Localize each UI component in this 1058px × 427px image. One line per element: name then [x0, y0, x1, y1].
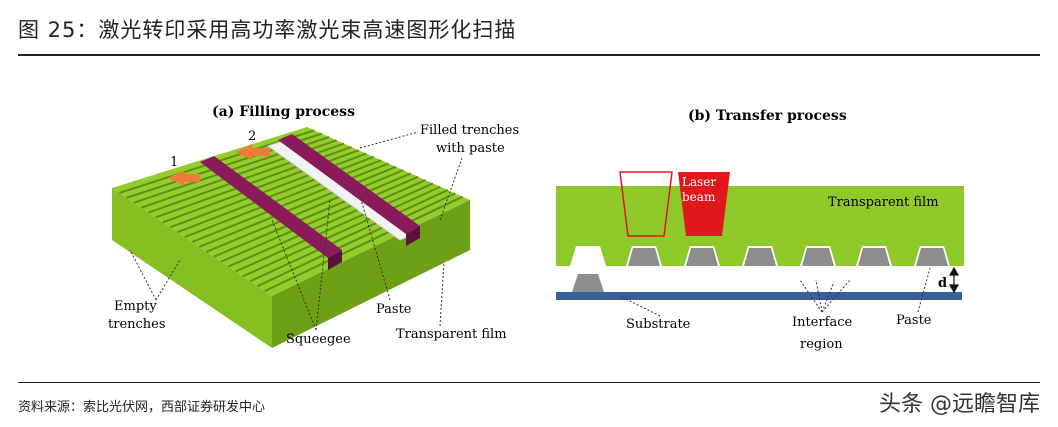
arrow-2-label: 2 [248, 129, 256, 144]
trench-cuts [570, 246, 950, 266]
trench-line [235, 182, 434, 273]
trench-line [184, 159, 382, 239]
empty-trenches-label-2: trenches [108, 317, 166, 332]
laser-beam [678, 172, 730, 236]
squeegee-2 [278, 134, 420, 234]
arrow-2 [236, 144, 270, 160]
watermark: 头条 @远瞻智库 [879, 392, 1040, 417]
paste-in-trench [916, 248, 948, 266]
arrow-1 [168, 170, 200, 186]
arrow-1-label: 1 [170, 155, 178, 170]
interface-label-1: Interface [792, 315, 852, 330]
paste-in-trench [802, 248, 834, 266]
squeegee-1 [200, 156, 342, 258]
laser-beam-outline [619, 171, 673, 237]
panel-a: (a) Filling process 1 2 Filled trenches … [108, 104, 519, 348]
trench-line [206, 169, 404, 253]
leader-lines-a [129, 131, 463, 331]
leader-lines-b [619, 267, 931, 317]
source-note: 资料来源：索比光伏网，西部证券研发中心 [18, 400, 266, 415]
film-right-face [272, 200, 470, 348]
paste-in-trench [744, 248, 776, 266]
substrate-label: Substrate [626, 317, 691, 332]
interface-label-2: region [800, 337, 843, 352]
paste-label-b: Paste [896, 313, 932, 328]
gap-d-arrow [948, 266, 960, 294]
paste-in-trench [686, 248, 718, 266]
trench-line [249, 189, 449, 283]
empty-trenches-label-1: Empty [114, 299, 157, 314]
figure-title: 图 25：激光转印采用高功率激光束高速图形化扫描 [18, 18, 517, 42]
trench-line [198, 165, 397, 248]
trench-line [213, 172, 412, 258]
trench-line [227, 179, 426, 268]
filled-trenches-label-1: Filled trenches [420, 123, 519, 138]
transparent-film-label-a: Transparent film [396, 327, 507, 342]
film-left-face [112, 188, 272, 348]
squeegee-label: Squeegee [286, 332, 351, 347]
panel-b-title: (b) Transfer process [688, 108, 847, 124]
trench-line [220, 175, 419, 263]
panel-a-title: (a) Filling process [212, 104, 355, 120]
transparent-film-label-b: Transparent film [828, 195, 939, 210]
bottom-rule [18, 382, 1040, 383]
paste-in-trench [858, 248, 890, 266]
gap-d-label: d [938, 276, 947, 291]
top-rule [18, 54, 1040, 56]
film-top-face [112, 127, 470, 296]
paste-in-trench [628, 248, 660, 266]
trench-line [264, 195, 464, 292]
trench-line [191, 162, 389, 243]
trench-line [257, 192, 456, 288]
paste-label-a: Paste [376, 302, 412, 317]
substrate [556, 292, 962, 300]
panel-b: (b) Transfer process Transparent film La… [556, 108, 964, 352]
transferred-paste [572, 274, 604, 292]
trench-line [242, 185, 441, 278]
trench-cut [570, 246, 606, 266]
laser-label-2: beam [682, 190, 716, 204]
filled-trenches-label-2: with paste [436, 141, 505, 156]
laser-label-1: Laser [682, 175, 716, 189]
